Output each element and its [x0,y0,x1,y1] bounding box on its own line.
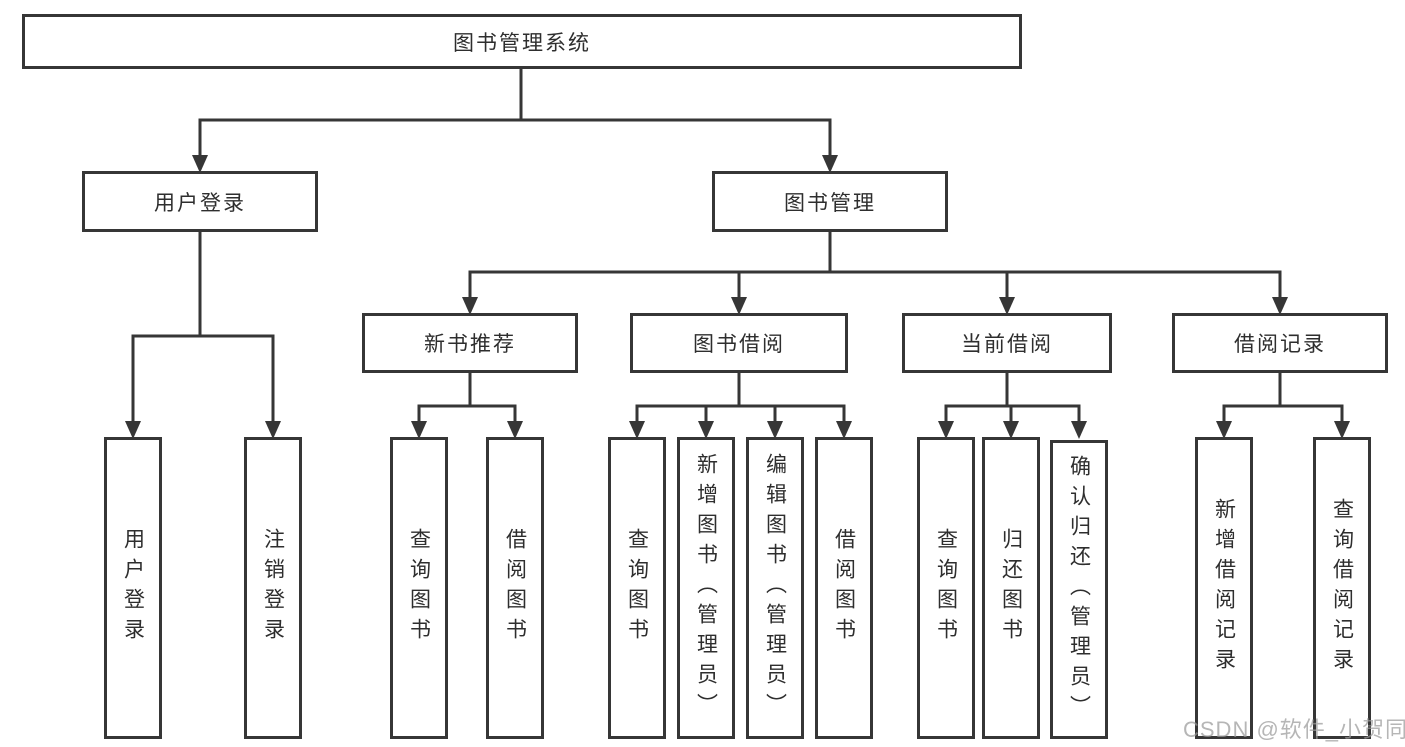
node-label: 图书管理系统 [453,31,591,55]
node-label: 新增借阅记录 [1212,498,1236,678]
node-label: 借阅图书 [832,528,856,648]
node-book-borrow: 图书借阅 [630,313,848,373]
leaf-nbr-borrow-books: 借阅图书 [486,437,544,739]
leaf-bb-query-books: 查询图书 [608,437,666,739]
node-label: 编辑图书（管理员） [763,453,787,723]
node-label: 借阅图书 [503,528,527,648]
leaf-user-login: 用户登录 [104,437,162,739]
node-label: 查询图书 [934,528,958,648]
node-label: 新书推荐 [424,333,516,356]
leaf-nbr-query-books: 查询图书 [390,437,448,739]
node-label: 归还图书 [999,528,1023,648]
node-label: 查询图书 [407,528,431,648]
node-label: 注销登录 [261,528,285,648]
node-label: 查询图书 [625,528,649,648]
leaf-bb-edit-books-admin: 编辑图书（管理员） [746,437,804,739]
node-new-book-recommend: 新书推荐 [362,313,578,373]
leaf-br-query-record: 查询借阅记录 [1313,437,1371,739]
watermark: CSDN @软件_小贺同学 [1183,717,1405,742]
leaf-cb-return-books: 归还图书 [982,437,1040,739]
leaf-br-add-record: 新增借阅记录 [1195,437,1253,739]
node-label: 图书借阅 [693,333,785,356]
leaf-bb-add-books-admin: 新增图书（管理员） [677,437,735,739]
node-book-management: 图书管理 [712,171,948,232]
leaf-bb-borrow-books: 借阅图书 [815,437,873,739]
leaf-cb-confirm-return-admin: 确认归还（管理员） [1050,440,1108,739]
node-label: 用户登录 [121,528,145,648]
leaf-cb-query-books: 查询图书 [917,437,975,739]
node-label: 借阅记录 [1234,333,1326,356]
node-library-system: 图书管理系统 [22,14,1022,69]
node-label: 用户登录 [154,191,246,215]
node-current-borrow: 当前借阅 [902,313,1112,373]
node-user-login-branch: 用户登录 [82,171,318,232]
leaf-logout: 注销登录 [244,437,302,739]
node-label: 图书管理 [784,191,876,215]
node-label: 确认归还（管理员） [1067,454,1091,725]
node-label: 当前借阅 [961,333,1053,356]
node-borrow-records: 借阅记录 [1172,313,1388,373]
node-label: 查询借阅记录 [1330,498,1354,678]
node-label: 新增图书（管理员） [694,453,718,723]
